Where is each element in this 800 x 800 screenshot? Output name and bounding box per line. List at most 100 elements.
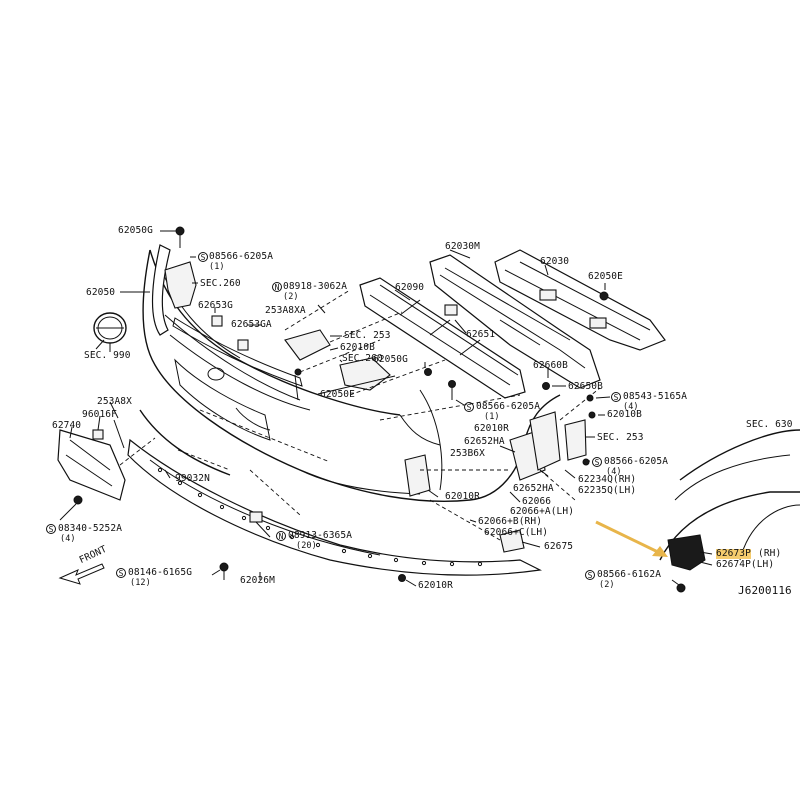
bolt-08566-b — [448, 380, 456, 388]
qty-08543-5165A: (4) — [623, 402, 639, 412]
label-08146-6165G[interactable]: 08146-6165G — [128, 567, 193, 578]
clip-62010B-b — [588, 411, 596, 419]
label-62673P-side: (RH) — [758, 548, 782, 559]
qty-08340-5252A: (4) — [60, 534, 76, 544]
side-bracket-left — [164, 261, 197, 309]
label-62050E-b[interactable]: 62050E — [588, 271, 623, 282]
label-08566-6205A-c[interactable]: 08566-6205A — [604, 456, 669, 467]
bolt-08566-c — [582, 458, 590, 466]
clip-62010R-a — [404, 454, 431, 497]
label-62651[interactable]: 62651 — [466, 329, 496, 340]
label-62010B-b[interactable]: 62010B — [607, 409, 642, 420]
label-62066B[interactable]: 62066+B(RH) — [478, 516, 543, 527]
label-sec253-b[interactable]: SEC. 253 — [597, 432, 644, 443]
label-62066C[interactable]: 62066+C(LH) — [484, 527, 549, 538]
label-62010R-a[interactable]: 62010R — [474, 423, 509, 434]
emblem — [93, 312, 127, 352]
qty-08566-6205A-c: (4) — [606, 467, 622, 477]
label-08913-6365A[interactable]: 08913-6365A — [288, 530, 353, 541]
label-62066A[interactable]: 62066+A(LH) — [510, 506, 575, 517]
bolt-62050G-b — [424, 368, 432, 376]
nut-symbol-icon: N — [272, 282, 282, 292]
bolt-symbol-icon: S — [46, 524, 56, 534]
label-62050G-b[interactable]: 62050G — [373, 354, 408, 365]
label-62674P[interactable]: 62674P(LH) — [716, 559, 775, 570]
label-62234Q[interactable]: 62234Q(RH) — [578, 474, 637, 485]
label-62652HA-b[interactable]: 62652HA — [513, 483, 554, 494]
label-sec630[interactable]: SEC. 630 — [746, 419, 793, 430]
label-62740[interactable]: 62740 — [52, 420, 82, 431]
fender-bracket-62673P — [667, 534, 706, 571]
front-direction-arrow — [58, 563, 105, 585]
screw-08566-6162A — [676, 583, 686, 593]
qty-08566-6205A-b: (1) — [484, 412, 500, 422]
label-leaders — [59, 230, 713, 587]
undercover-62026M — [127, 438, 542, 576]
lower-strip-99032N — [139, 409, 231, 476]
bracket-62652HA-b — [529, 411, 561, 471]
highlight-arrow — [595, 520, 668, 557]
nut-08543 — [586, 394, 594, 402]
qty-08146-6165G: (12) — [130, 578, 151, 588]
label-62050G[interactable]: 62050G — [118, 225, 153, 236]
label-08566-6205A-a[interactable]: 08566-6205A — [209, 251, 274, 262]
label-62653G[interactable]: 62653G — [198, 300, 233, 311]
label-08566-6162A[interactable]: 08566-6162A — [597, 569, 662, 580]
bolt-62650B — [542, 382, 550, 390]
label-62026M[interactable]: 62026M — [240, 575, 275, 586]
qty-08918-3062A: (2) — [283, 292, 299, 302]
bolt-symbol-icon: S — [585, 570, 595, 580]
label-62090[interactable]: 62090 — [395, 282, 425, 293]
upper-absorber-62030 — [494, 249, 666, 351]
clip-62653GA — [237, 339, 249, 351]
label-253A8XA[interactable]: 253A8XA — [265, 305, 306, 316]
label-08566-6205A-b[interactable]: 08566-6205A — [476, 401, 541, 412]
label-62652HA-a[interactable]: 62652HA — [464, 436, 505, 447]
label-sec253-a[interactable]: SEC. 253 — [344, 330, 391, 341]
label-253A8X[interactable]: 253A8X — [97, 396, 132, 407]
bolt-symbol-icon: S — [611, 392, 621, 402]
label-08340-5252A[interactable]: 08340-5252A — [58, 523, 123, 534]
screw-08146 — [219, 562, 229, 572]
clip-62010R-c — [398, 574, 406, 582]
label-08918-3062A[interactable]: 08918-3062A — [283, 281, 348, 292]
label-62050[interactable]: 62050 — [86, 287, 116, 298]
qty-08566-6205A-a: (1) — [209, 262, 225, 272]
label-62030M[interactable]: 62030M — [445, 241, 480, 252]
bracket-62050E-a — [339, 357, 391, 391]
label-sec260-a[interactable]: SEC.260 — [200, 278, 241, 289]
diagram-reference-code: J6200116 — [738, 584, 792, 597]
absorber-62090 — [359, 277, 526, 399]
label-62050E-a[interactable]: 62050E — [320, 389, 355, 400]
clip-96016F — [92, 429, 104, 440]
label-62653GA[interactable]: 62653GA — [231, 319, 272, 330]
label-62010R-b[interactable]: 62010R — [445, 491, 480, 502]
label-sec260-b[interactable]: SEC.260 — [342, 353, 383, 364]
label-99032N[interactable]: 99032N — [175, 473, 210, 484]
license-bracket-62740 — [57, 429, 126, 501]
label-sec990[interactable]: SEC. 990 — [84, 350, 131, 361]
label-62010B-a[interactable]: 62010B — [340, 342, 375, 353]
label-96016F[interactable]: 96016F — [82, 409, 117, 420]
bolt-symbol-icon: S — [198, 252, 208, 262]
bracket-62675 — [499, 529, 525, 553]
bolt-08340 — [73, 495, 83, 505]
bolt-symbol-icon: S — [464, 402, 474, 412]
qty-08566-6162A: (2) — [599, 580, 615, 590]
label-62066[interactable]: 62066 — [522, 496, 552, 507]
label-253B6X[interactable]: 253B6X — [450, 448, 485, 459]
qty-08913-6365A: (20) — [296, 541, 317, 551]
label-62673P[interactable]: 62673P — [716, 548, 751, 559]
reinforcement-beam — [429, 254, 601, 389]
bolt-symbol-icon: S — [116, 568, 126, 578]
bolt-symbol-icon: S — [592, 457, 602, 467]
label-62675[interactable]: 62675 — [544, 541, 574, 552]
label-08543-5165A[interactable]: 08543-5165A — [623, 391, 688, 402]
label-62030[interactable]: 62030 — [540, 256, 570, 267]
nut-symbol-icon: N — [276, 531, 286, 541]
label-62650B[interactable]: 62650B — [568, 381, 603, 392]
label-62235Q[interactable]: 62235Q(LH) — [578, 485, 637, 496]
label-62660B[interactable]: 62660B — [533, 360, 568, 371]
label-62010R-c[interactable]: 62010R — [418, 580, 453, 591]
